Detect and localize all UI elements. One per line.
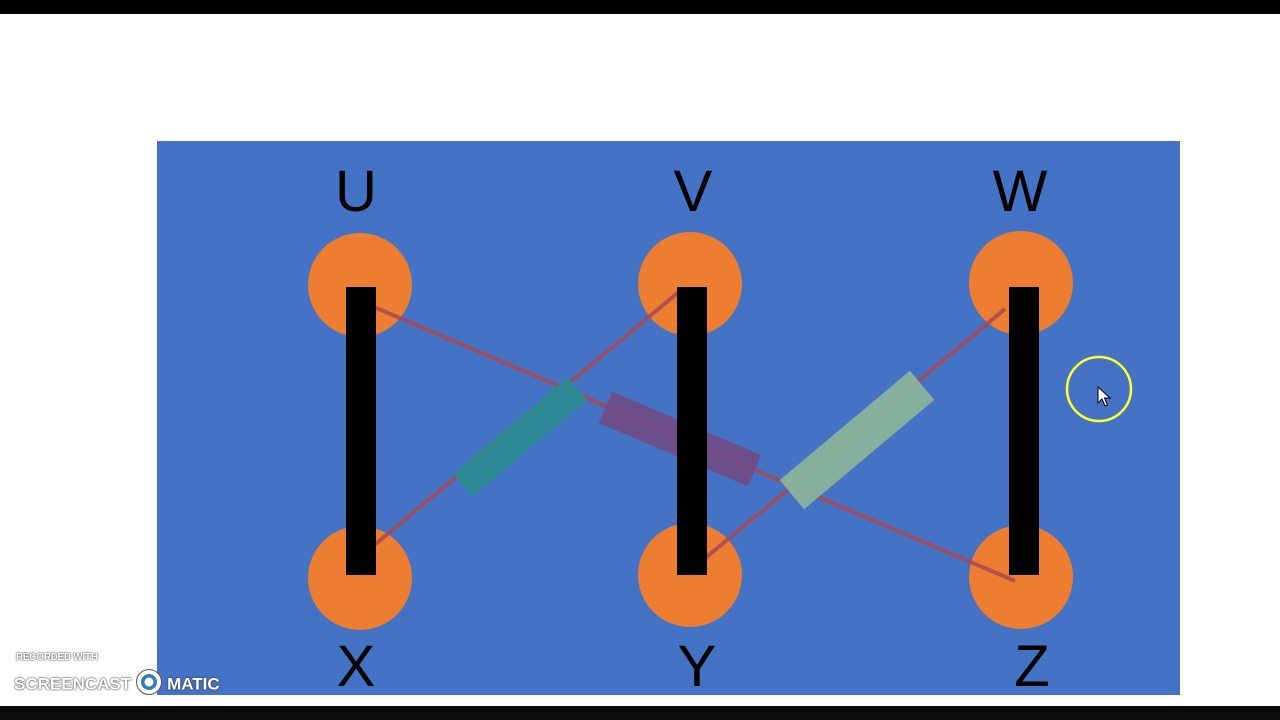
- terminal-label-w: W: [993, 159, 1048, 224]
- vertical-bar-v-y: [677, 287, 707, 575]
- winding-diagram: U V W X Y Z: [157, 141, 1180, 695]
- screencast-o-matic-logo-icon: [135, 668, 163, 701]
- mouse-pointer-icon: [1097, 385, 1112, 407]
- terminal-label-v: V: [674, 159, 713, 224]
- recorded-with-label: RECORDED WITH: [16, 652, 98, 663]
- brand-left-text: SCREENCAST: [14, 674, 132, 694]
- terminal-label-u: U: [335, 159, 377, 224]
- terminal-label-y: Y: [678, 634, 717, 695]
- vertical-bar-w-z: [1009, 287, 1039, 575]
- bottom-letterbox-bar: [0, 706, 1280, 720]
- terminal-node-z: [969, 525, 1073, 629]
- sage-winding-component: [779, 370, 935, 510]
- screencast-watermark: RECORDED WITH SCREENCAST MATIC: [14, 650, 234, 700]
- terminal-node-w: [969, 231, 1073, 335]
- brand-right-text: MATIC: [167, 674, 220, 694]
- teal-winding-component: [452, 377, 588, 497]
- terminal-node-x: [308, 526, 412, 630]
- terminal-node-v: [638, 232, 742, 336]
- brand-wordmark: SCREENCAST MATIC: [14, 668, 220, 695]
- cursor-highlight-ring: [1065, 355, 1133, 423]
- vertical-bar-u-x: [346, 287, 376, 575]
- diagram-slide: U V W X Y Z: [157, 141, 1180, 695]
- top-letterbox-bar: [0, 0, 1280, 14]
- terminal-label-z: Z: [1014, 634, 1049, 695]
- terminal-label-x: X: [337, 634, 376, 695]
